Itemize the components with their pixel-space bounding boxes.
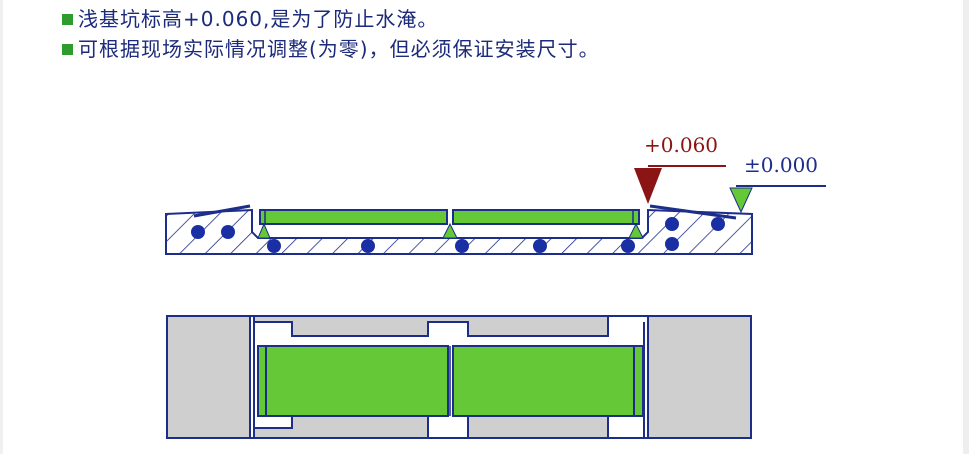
support-middle	[442, 222, 458, 239]
elevation-label-top: +0.060	[644, 133, 718, 157]
plan-deck-right	[452, 345, 644, 417]
rebar-dots	[191, 217, 725, 253]
bullet-item-1: 浅基坑标高+0.060,是为了防止水淹。	[62, 4, 600, 34]
bullet-square-icon	[62, 13, 73, 25]
rebar-dot	[665, 237, 679, 251]
slide-left-border	[0, 0, 3, 454]
support-right	[628, 222, 644, 239]
slide-right-border	[963, 0, 969, 454]
rebar-dot	[711, 217, 725, 231]
plan-view	[166, 315, 752, 439]
elevation-marker-red	[634, 168, 662, 204]
concrete-section	[165, 208, 753, 255]
plan-deck-left	[257, 345, 449, 417]
elevation-marker-green	[729, 187, 753, 214]
platform-deck-left	[259, 209, 448, 225]
bullet-item-2: 可根据现场实际情况调整(为零)，但必须保证安装尺寸。	[62, 34, 600, 64]
bullet-text-2: 可根据现场实际情况调整(为零)，但必须保证安装尺寸。	[78, 37, 600, 61]
elevation-label-zero: ±0.000	[744, 153, 818, 177]
support-left	[257, 222, 271, 239]
rebar-dot	[267, 239, 281, 253]
slope-right	[649, 204, 737, 220]
rebar-dot	[191, 225, 205, 239]
rebar-dot	[665, 217, 679, 231]
rebar-dot	[361, 239, 375, 253]
rebar-dot	[455, 239, 469, 253]
slope-left	[193, 204, 251, 218]
section-view: +0.060 ±0.000	[165, 133, 826, 255]
platform-deck-right	[452, 209, 640, 225]
bullet-square-icon	[62, 43, 73, 55]
rebar-dot	[221, 225, 235, 239]
bullet-text-1: 浅基坑标高+0.060,是为了防止水淹。	[78, 7, 439, 31]
rebar-dot	[621, 239, 635, 253]
bullet-list: 浅基坑标高+0.060,是为了防止水淹。 可根据现场实际情况调整(为零)，但必须…	[62, 4, 600, 64]
rebar-dot	[533, 239, 547, 253]
